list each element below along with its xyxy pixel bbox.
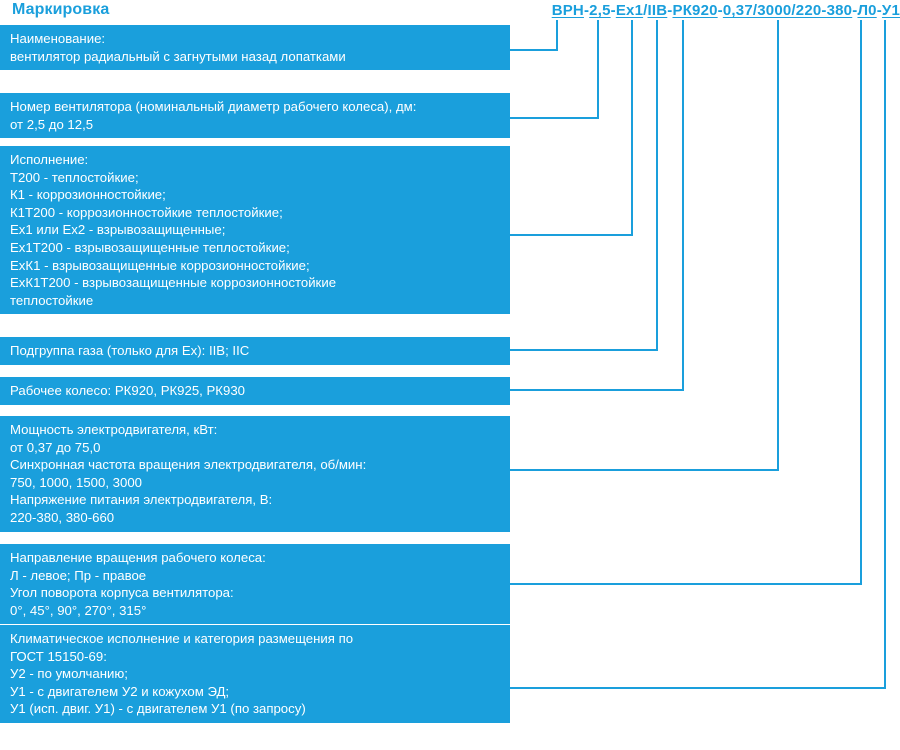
rotation-direction-box-line: Направление вращения рабочего колеса: (10, 550, 266, 565)
code-segment-name: ВРН (551, 2, 584, 19)
execution-box-line: ЕхК1Т200 - взрывозащищенные коррозионнос… (10, 275, 337, 291)
impeller-box: Рабочее колесо: РК920, РК925, РК930 (0, 377, 510, 405)
connector-5 (510, 20, 684, 391)
code-segment-climate: У1 (881, 2, 900, 19)
name-box-line: Наименование: (10, 31, 106, 46)
code-segment-gas-subgroup: IIВ (647, 2, 668, 19)
code-separator: - (717, 2, 723, 19)
execution-box-line: К1Т200 - коррозионностойкие теплостойкие… (10, 204, 283, 220)
execution-box-line: Ех1Т200 - взрывозащищенные теплостойкие; (10, 239, 290, 255)
connector-7 (510, 20, 862, 585)
motor-power-box-line: 750, 1000, 1500, 3000 (10, 474, 142, 490)
code-separator: - (583, 2, 590, 19)
climate-category-box-line: ГОСТ 15150-69: (10, 648, 107, 664)
motor-power-box-line: от 0,37 до 75,0 (10, 439, 101, 455)
impeller-box-line: Рабочее колесо: РК920, РК925, РК930 (10, 383, 245, 398)
climate-category-box-line: Климатическое исполнение и категория раз… (10, 631, 354, 646)
motor-power-box-line: Напряжение питания электродвигателя, В: (10, 492, 273, 508)
code-segment-execution: Ех1 (615, 2, 644, 19)
code-segment-number: 2,5 (589, 2, 611, 19)
connector-3 (510, 20, 633, 236)
rotation-direction-box-line: Л - левое; Пр - правое (10, 567, 147, 583)
gas-subgroup-box-line: Подгруппа газа (только для Ех): IIВ; IIС (10, 343, 250, 358)
rotation-direction-box-line: Угол поворота корпуса вентилятора: (10, 585, 234, 601)
fan-number-box-line: от 2,5 до 12,5 (10, 116, 94, 132)
gas-subgroup-box: Подгруппа газа (только для Ех): IIВ; IIС (0, 337, 510, 365)
name-box-line: вентилятор радиальный с загнутыми назад … (10, 48, 346, 64)
fan-number-box: Номер вентилятора (номинальный диаметр р… (0, 93, 510, 139)
climate-category-box: Климатическое исполнение и категория раз… (0, 625, 510, 723)
motor-power-box-line: Синхронная частота вращения электродвига… (10, 457, 367, 473)
execution-box-line: Т200 - теплостойкие; (10, 169, 139, 185)
code-separator: / (643, 2, 648, 19)
marking-code: ВРН-2,5-Ех1/IIВ-РК920-0,37/3000/220-380-… (552, 2, 900, 19)
code-segment-motor: 0,37/3000/220-380 (722, 2, 853, 19)
rotation-direction-box: Направление вращения рабочего колеса: Л -… (0, 544, 510, 625)
code-segment-impeller: РК920 (672, 2, 718, 19)
climate-category-box-line: У1 - с двигателем У2 и кожухом ЭД; (10, 683, 230, 699)
connector-8 (510, 20, 886, 689)
motor-power-box-line: 220-380, 380-660 (10, 509, 115, 525)
execution-box-line: ЕхК1 - взрывозащищенные коррозионностойк… (10, 257, 310, 273)
execution-box-line: Ех1 или Ех2 - взрывозащищенные; (10, 222, 226, 238)
page-title: Маркировка (12, 1, 110, 18)
name-box: Наименование: вентилятор радиальный с заг… (0, 25, 510, 71)
execution-box: Исполнение: Т200 - теплостойкие; К1 - корр… (0, 146, 510, 315)
connector-1 (510, 20, 558, 51)
connector-2 (510, 20, 599, 119)
code-separator: - (610, 2, 616, 19)
code-separator: - (667, 2, 673, 19)
code-separator: - (876, 2, 882, 19)
connector-4 (510, 20, 658, 351)
execution-box-line: теплостойкие (10, 292, 94, 308)
rotation-direction-box-line: 0°, 45°, 90°, 270°, 315° (10, 602, 147, 618)
fan-number-box-line: Номер вентилятора (номинальный диаметр р… (10, 99, 417, 114)
execution-box-line: К1 - коррозионностойкие; (10, 187, 166, 203)
climate-category-box-line: У1 (исп. двиг. У1) - с двигателем У1 (по… (10, 701, 306, 717)
connector-6 (510, 20, 779, 471)
code-separator: - (852, 2, 858, 19)
motor-power-box-line: Мощность электродвигателя, кВт: (10, 422, 218, 437)
execution-box-line: Исполнение: (10, 152, 89, 167)
code-segment-rotation: Л0 (857, 2, 877, 19)
climate-category-box-line: У2 - по умолчанию; (10, 666, 128, 682)
motor-power-box: Мощность электродвигателя, кВт: от 0,37 д… (0, 416, 510, 532)
